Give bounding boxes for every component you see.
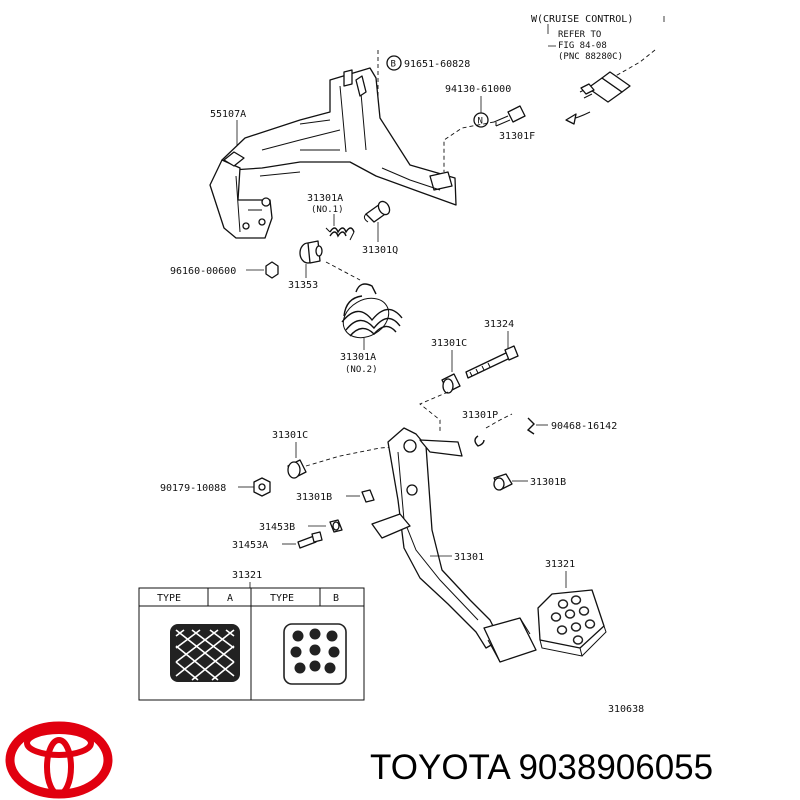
part-label-96160-00600: 96160-00600 — [170, 266, 236, 277]
part-label-90179-10088: 90179-10088 — [160, 483, 226, 494]
pedal-arm-31301 — [371, 427, 537, 663]
toyota-logo-icon — [5, 721, 113, 799]
circle-b-text: B — [391, 60, 396, 70]
pin-31453a — [297, 531, 323, 549]
part-label-31301: 31301 — [454, 552, 484, 563]
washer-31453b — [329, 519, 343, 533]
cruise-control-title: W(CRUISE CONTROL) — [531, 14, 633, 25]
part-label-31301a-no2: 31301A — [340, 352, 376, 363]
brand-part-number: TOYOTA 9038906055 — [370, 748, 713, 787]
spring-31301a-no1 — [325, 227, 355, 241]
type-a-label: TYPE — [157, 593, 181, 604]
bush-31301c-left — [287, 459, 307, 479]
part-label-31453b: 31453B — [259, 522, 295, 533]
part-label-31301c-top: 31301C — [431, 338, 467, 349]
part-label-no1: (NO.1) — [311, 205, 344, 215]
part-label-31324: 31324 — [484, 319, 514, 330]
part-label-31301a-no1: 31301A — [307, 193, 343, 204]
clip-31301p — [474, 435, 485, 447]
label-circle-n: N — [473, 112, 489, 128]
part-label-31301f: 31301F — [499, 131, 535, 142]
cruise-arrow-head — [565, 113, 577, 125]
cruise-control-note: W(CRUISE CONTROL) REFER TO FIG 84-08 (PN… — [531, 14, 665, 79]
type-b-value: B — [333, 593, 339, 604]
pedal-pad-type-a — [170, 624, 240, 682]
dash-31301p — [485, 413, 513, 429]
leader-31301f — [443, 121, 495, 172]
part-label-31321-right: 31321 — [545, 559, 575, 570]
bush-31353 — [299, 240, 323, 264]
part-label-31321-table: 31321 — [232, 570, 262, 581]
nut-96160 — [265, 261, 279, 279]
cruise-control-switch — [579, 71, 631, 103]
bush-31301b-right — [493, 473, 513, 491]
bolt-31324 — [465, 345, 519, 379]
clip-90468 — [526, 417, 535, 435]
bush-31301q — [363, 200, 391, 223]
part-label-31301c-left: 31301C — [272, 430, 308, 441]
part-label-31353: 31353 — [288, 280, 318, 291]
figure-number: 310638 — [608, 704, 644, 715]
cruise-bracket-lines — [547, 16, 665, 47]
part-label-91651-60828: 91651-60828 — [404, 59, 470, 70]
part-label-90468-16142: 90468-16142 — [551, 421, 617, 432]
nut-90179 — [253, 477, 271, 497]
part-label-55107a: 55107A — [210, 109, 246, 120]
part-label-31301b-right: 31301B — [530, 477, 566, 488]
part-label-no2: (NO.2) — [345, 365, 378, 375]
pedal-pad-31321-right — [537, 589, 607, 657]
part-label-31301b-left: 31301B — [296, 492, 332, 503]
dash-31301c-left — [305, 445, 407, 467]
clip-31301b-left — [361, 489, 375, 503]
cruise-fig-line: FIG 84-08 — [558, 41, 607, 51]
part-label-31453a: 31453A — [232, 540, 268, 551]
part-label-31301p: 31301P — [462, 410, 498, 421]
dash-31353-spring — [325, 261, 361, 281]
cruise-refer-line: REFER TO — [558, 30, 601, 40]
cruise-pnc-line: (PNC 88280C) — [558, 52, 623, 62]
bolt-31301f — [493, 105, 526, 127]
dash-31301c-top — [419, 391, 449, 432]
circle-n-text: N — [478, 117, 483, 127]
type-b-label: TYPE — [270, 593, 294, 604]
part-label-94130-61000: 94130-61000 — [445, 84, 511, 95]
spring-31301a-no2 — [341, 283, 403, 339]
pedal-pad-type-b — [283, 623, 347, 685]
pedal-bracket-55107a — [209, 67, 457, 239]
bush-31301c-top — [441, 373, 461, 394]
part-label-31301q: 31301Q — [362, 245, 398, 256]
label-91651: B 91651-60828 — [386, 55, 470, 71]
type-a-value: A — [227, 593, 233, 604]
